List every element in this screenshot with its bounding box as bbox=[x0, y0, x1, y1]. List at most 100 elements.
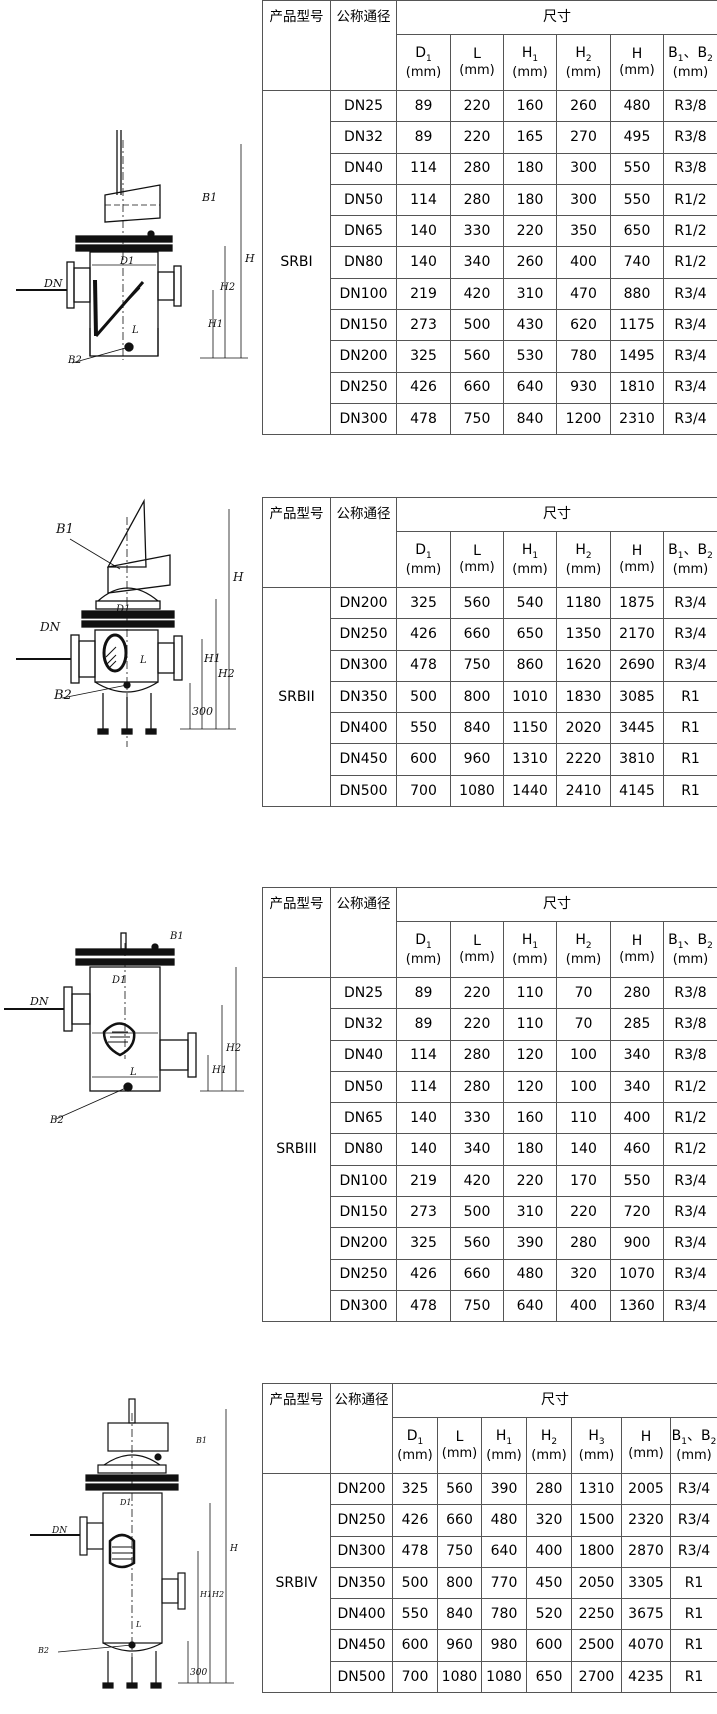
value-cell: 219 bbox=[396, 277, 451, 311]
value-cell: 660 bbox=[437, 1504, 482, 1537]
value-cell: 2005 bbox=[621, 1472, 671, 1506]
value-cell: 320 bbox=[526, 1504, 572, 1537]
value-cell: 600 bbox=[392, 1629, 438, 1662]
value-cell: 220 bbox=[450, 121, 504, 154]
value-cell: 160 bbox=[503, 1102, 557, 1135]
header-d1: D1(mm) bbox=[396, 34, 451, 91]
b2-label: B2 bbox=[37, 1646, 49, 1655]
model-cell: SRBIV bbox=[262, 1472, 331, 1694]
value-cell: 426 bbox=[396, 371, 451, 404]
value-cell: 750 bbox=[450, 402, 504, 436]
header-l: L(mm) bbox=[450, 531, 504, 588]
section-srbii: B1 DN D1 L B2 H H2 H1 300 产品型号 公称通径 尺寸 D… bbox=[0, 497, 717, 837]
value-cell: 300 bbox=[556, 152, 611, 185]
value-cell: R3/8 bbox=[662, 121, 717, 154]
value-cell: R3/4 bbox=[669, 1535, 717, 1568]
value-cell: 1440 bbox=[503, 774, 557, 808]
value-cell: R3/8 bbox=[662, 1008, 717, 1041]
dn-cell: DN300 bbox=[330, 402, 397, 436]
value-cell: 1810 bbox=[610, 371, 664, 404]
value-cell: 260 bbox=[503, 246, 557, 279]
value-cell: 70 bbox=[556, 1008, 611, 1041]
value-cell: R3/4 bbox=[662, 371, 717, 404]
value-cell: 70 bbox=[556, 976, 611, 1010]
header-size: 尺寸 bbox=[395, 497, 717, 532]
value-cell: 960 bbox=[450, 743, 504, 776]
dn-cell: DN100 bbox=[330, 1164, 397, 1198]
value-cell: 600 bbox=[396, 743, 451, 776]
value-cell: 1175 bbox=[610, 309, 664, 342]
value-cell: 180 bbox=[503, 152, 557, 185]
value-cell: 220 bbox=[450, 976, 504, 1010]
header-b: B1、B2(mm) bbox=[662, 921, 717, 978]
value-cell: 114 bbox=[396, 1039, 451, 1072]
value-cell: 310 bbox=[503, 1196, 557, 1229]
dn-cell: DN80 bbox=[330, 1133, 397, 1166]
header-model: 产品型号 bbox=[262, 887, 331, 978]
value-cell: 325 bbox=[396, 1227, 451, 1260]
value-cell: 550 bbox=[396, 712, 451, 745]
value-cell: 3305 bbox=[621, 1566, 671, 1600]
value-cell: 280 bbox=[556, 1227, 611, 1260]
header-dn: 公称通径 bbox=[330, 497, 397, 588]
value-cell: 620 bbox=[556, 309, 611, 342]
value-cell: 450 bbox=[526, 1566, 572, 1600]
value-cell: 426 bbox=[396, 1258, 451, 1291]
header-model: 产品型号 bbox=[262, 0, 331, 91]
dn-cell: DN250 bbox=[330, 371, 397, 404]
value-cell: R1 bbox=[669, 1598, 717, 1631]
header-dn: 公称通径 bbox=[330, 0, 397, 91]
value-cell: 3445 bbox=[610, 712, 664, 745]
dn-label: DN bbox=[51, 1526, 68, 1536]
section-srbiv: B1 DN D1 L B2 H H2 H1 300 产品型号 公称通径 尺寸 D… bbox=[0, 1383, 717, 1714]
value-cell: 340 bbox=[610, 1039, 664, 1072]
value-cell: R3/4 bbox=[669, 1472, 717, 1506]
dn-cell: DN300 bbox=[330, 1535, 393, 1568]
value-cell: 860 bbox=[503, 649, 557, 682]
value-cell: 160 bbox=[503, 89, 557, 123]
value-cell: R3/4 bbox=[662, 1227, 717, 1260]
srbii-drawing: B1 DN D1 L B2 H H2 H1 300 bbox=[16, 498, 244, 747]
value-cell: 720 bbox=[610, 1196, 664, 1229]
b2-label: B2 bbox=[49, 1115, 64, 1126]
header-model: 产品型号 bbox=[262, 497, 331, 588]
dn-cell: DN150 bbox=[330, 1196, 397, 1229]
value-cell: 220 bbox=[450, 89, 504, 123]
value-cell: 280 bbox=[526, 1472, 572, 1506]
dn-cell: DN300 bbox=[330, 649, 397, 682]
value-cell: 1180 bbox=[556, 586, 611, 620]
h2-label: H2 bbox=[225, 1043, 241, 1054]
value-cell: 740 bbox=[610, 246, 664, 279]
value-cell: 3675 bbox=[621, 1598, 671, 1631]
dn-cell: DN150 bbox=[330, 309, 397, 342]
value-cell: 1875 bbox=[610, 586, 664, 620]
value-cell: 480 bbox=[481, 1504, 527, 1537]
b1-label: B1 bbox=[169, 931, 184, 942]
value-cell: 219 bbox=[396, 1164, 451, 1198]
value-cell: 780 bbox=[556, 340, 611, 373]
value-cell: 550 bbox=[392, 1598, 438, 1631]
value-cell: 220 bbox=[503, 215, 557, 248]
value-cell: R1 bbox=[669, 1566, 717, 1600]
dn-label: DN bbox=[29, 995, 49, 1008]
value-cell: 280 bbox=[610, 976, 664, 1010]
header-b: B1、B2(mm) bbox=[662, 531, 717, 588]
value-cell: 540 bbox=[503, 586, 557, 620]
value-cell: 2020 bbox=[556, 712, 611, 745]
value-cell: 340 bbox=[610, 1070, 664, 1104]
value-cell: 930 bbox=[556, 371, 611, 404]
dn-cell: DN400 bbox=[330, 1598, 393, 1631]
srbiv-drawing: B1 DN D1 L B2 H H2 H1 300 bbox=[30, 1398, 238, 1689]
value-cell: 114 bbox=[396, 183, 451, 217]
